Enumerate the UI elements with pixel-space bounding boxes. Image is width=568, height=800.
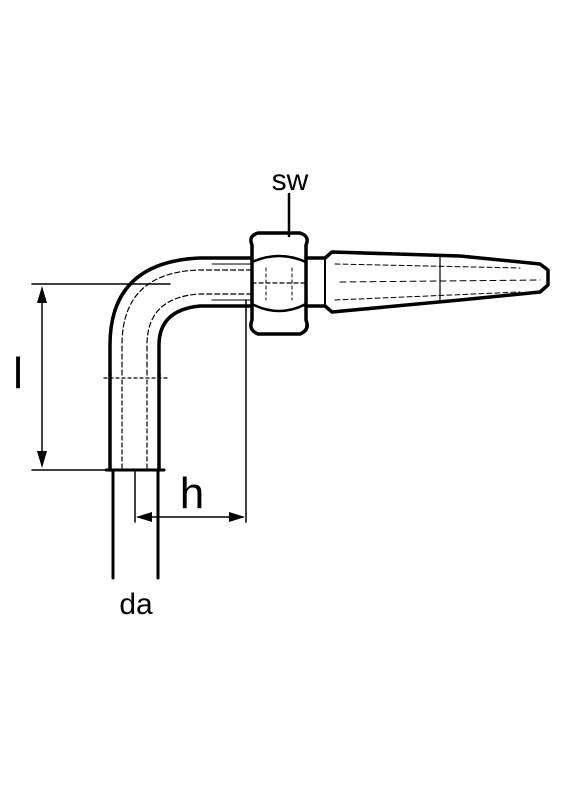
label-l: l bbox=[13, 349, 23, 398]
tube-bend bbox=[108, 256, 253, 377]
label-h: h bbox=[180, 469, 204, 518]
label-da: da bbox=[119, 588, 153, 621]
dimension-da bbox=[111, 468, 160, 580]
dimension-l bbox=[31, 283, 171, 471]
label-sw: sw bbox=[272, 164, 309, 197]
hose-nipple bbox=[304, 250, 550, 314]
dimension-h bbox=[134, 299, 247, 523]
tube-vertical-leg bbox=[103, 373, 169, 472]
hex-nut bbox=[249, 231, 309, 336]
